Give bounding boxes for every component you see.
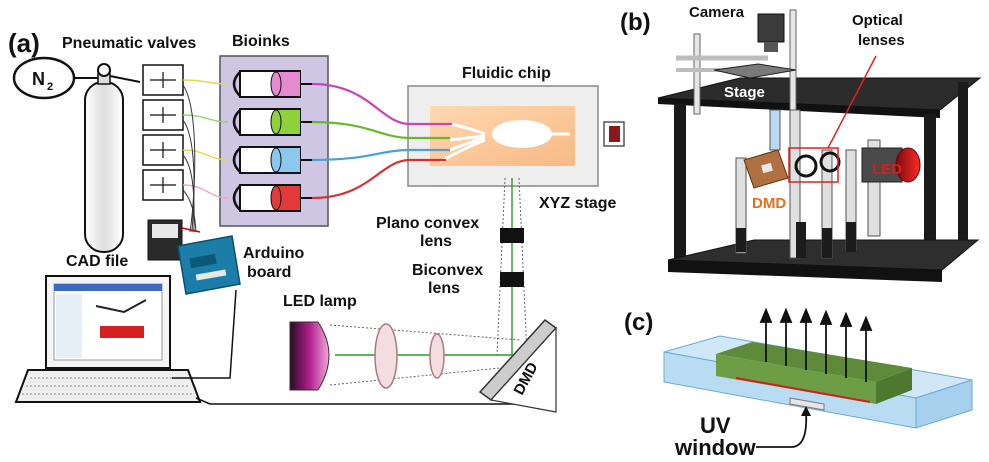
syringe [232,108,312,136]
biconvex-lens [500,272,524,287]
syringe [232,184,312,212]
led-label: LED [872,161,902,178]
xyz-stage-label: XYZ stage [539,195,616,212]
valve-air-line [182,114,229,123]
optical-lens-holders [794,151,841,178]
fluidic-chip-label: Fluidic chip [462,65,551,82]
uv-light-arrows [759,307,873,382]
optical-lenses-label-line1: Optical [852,12,903,29]
bioink-tube [311,82,452,126]
syringes [232,70,312,212]
optical-breadboard-frame [657,77,982,282]
stage-label: Stage [724,84,765,101]
biconvex-label-line1: Biconvex [412,262,483,279]
biconvex-label-line2: lens [428,280,460,297]
dmd-label-b: DMD [752,195,786,212]
panel-c: (c) UV window [624,307,973,460]
tubes [182,79,452,200]
valve-air-line [182,149,229,161]
n2-tank: N 2 [12,56,141,253]
microfluidic-chip-3d [663,335,973,429]
dmd-module-icon [743,149,789,189]
optical-posts [735,109,881,259]
panel-b: (b) Camera Optical lenses Stage [620,4,982,282]
plano-convex-label-line2: lens [420,233,452,250]
n2-subscript: 2 [47,81,53,93]
bioink-tube [311,158,446,200]
bioinks-label: Bioinks [232,33,290,50]
plano-convex-lens [500,228,524,243]
optical-lenses-highlight [788,147,839,183]
uv-window-pointer [756,411,808,448]
stage-platform [713,63,797,79]
bioink-tube [311,120,450,140]
bioink-tube [311,148,450,162]
battery-icon [147,219,201,261]
camera-icon [676,9,797,115]
arduino-board-icon [177,235,241,295]
dmd-mirror [478,318,558,413]
uv-window-arrowhead [801,406,811,416]
syringe [232,70,312,98]
panel-b-label: (b) [620,9,651,36]
light-path [329,177,528,386]
panel-a-label: (a) [8,28,40,58]
optical-lenses-pointer [827,55,877,149]
valve-column [142,64,184,201]
valve-air-line [182,184,229,199]
led-lamp [289,321,330,391]
uv-window-label-line1: UV [700,413,731,438]
fluidic-chip [407,85,625,187]
cad-file-label: CAD file [66,253,128,270]
camera-label: Camera [689,4,745,21]
arduino-label-line2: board [247,264,291,281]
plano-convex-label-line1: Plano convex [376,215,479,232]
n2-label: N [32,69,45,89]
optical-lenses-label-line2: lenses [858,32,905,49]
syringe [232,146,312,174]
valve-wires [182,84,197,233]
lens-1 [374,323,398,389]
led-lamp-label: LED lamp [283,293,357,310]
panel-c-label: (c) [624,309,653,336]
lens-2 [429,333,445,379]
laptop-icon [14,275,202,403]
led-source-icon [861,147,921,183]
uv-window-label-line2: window [674,435,757,460]
valve-air-line [182,79,229,85]
arduino-label-line1: Arduino [243,245,305,262]
pneumatic-valves-label: Pneumatic valves [62,35,196,52]
panel-a: (a) Pneumatic valves Bioinks Fluidic chi… [8,28,625,413]
